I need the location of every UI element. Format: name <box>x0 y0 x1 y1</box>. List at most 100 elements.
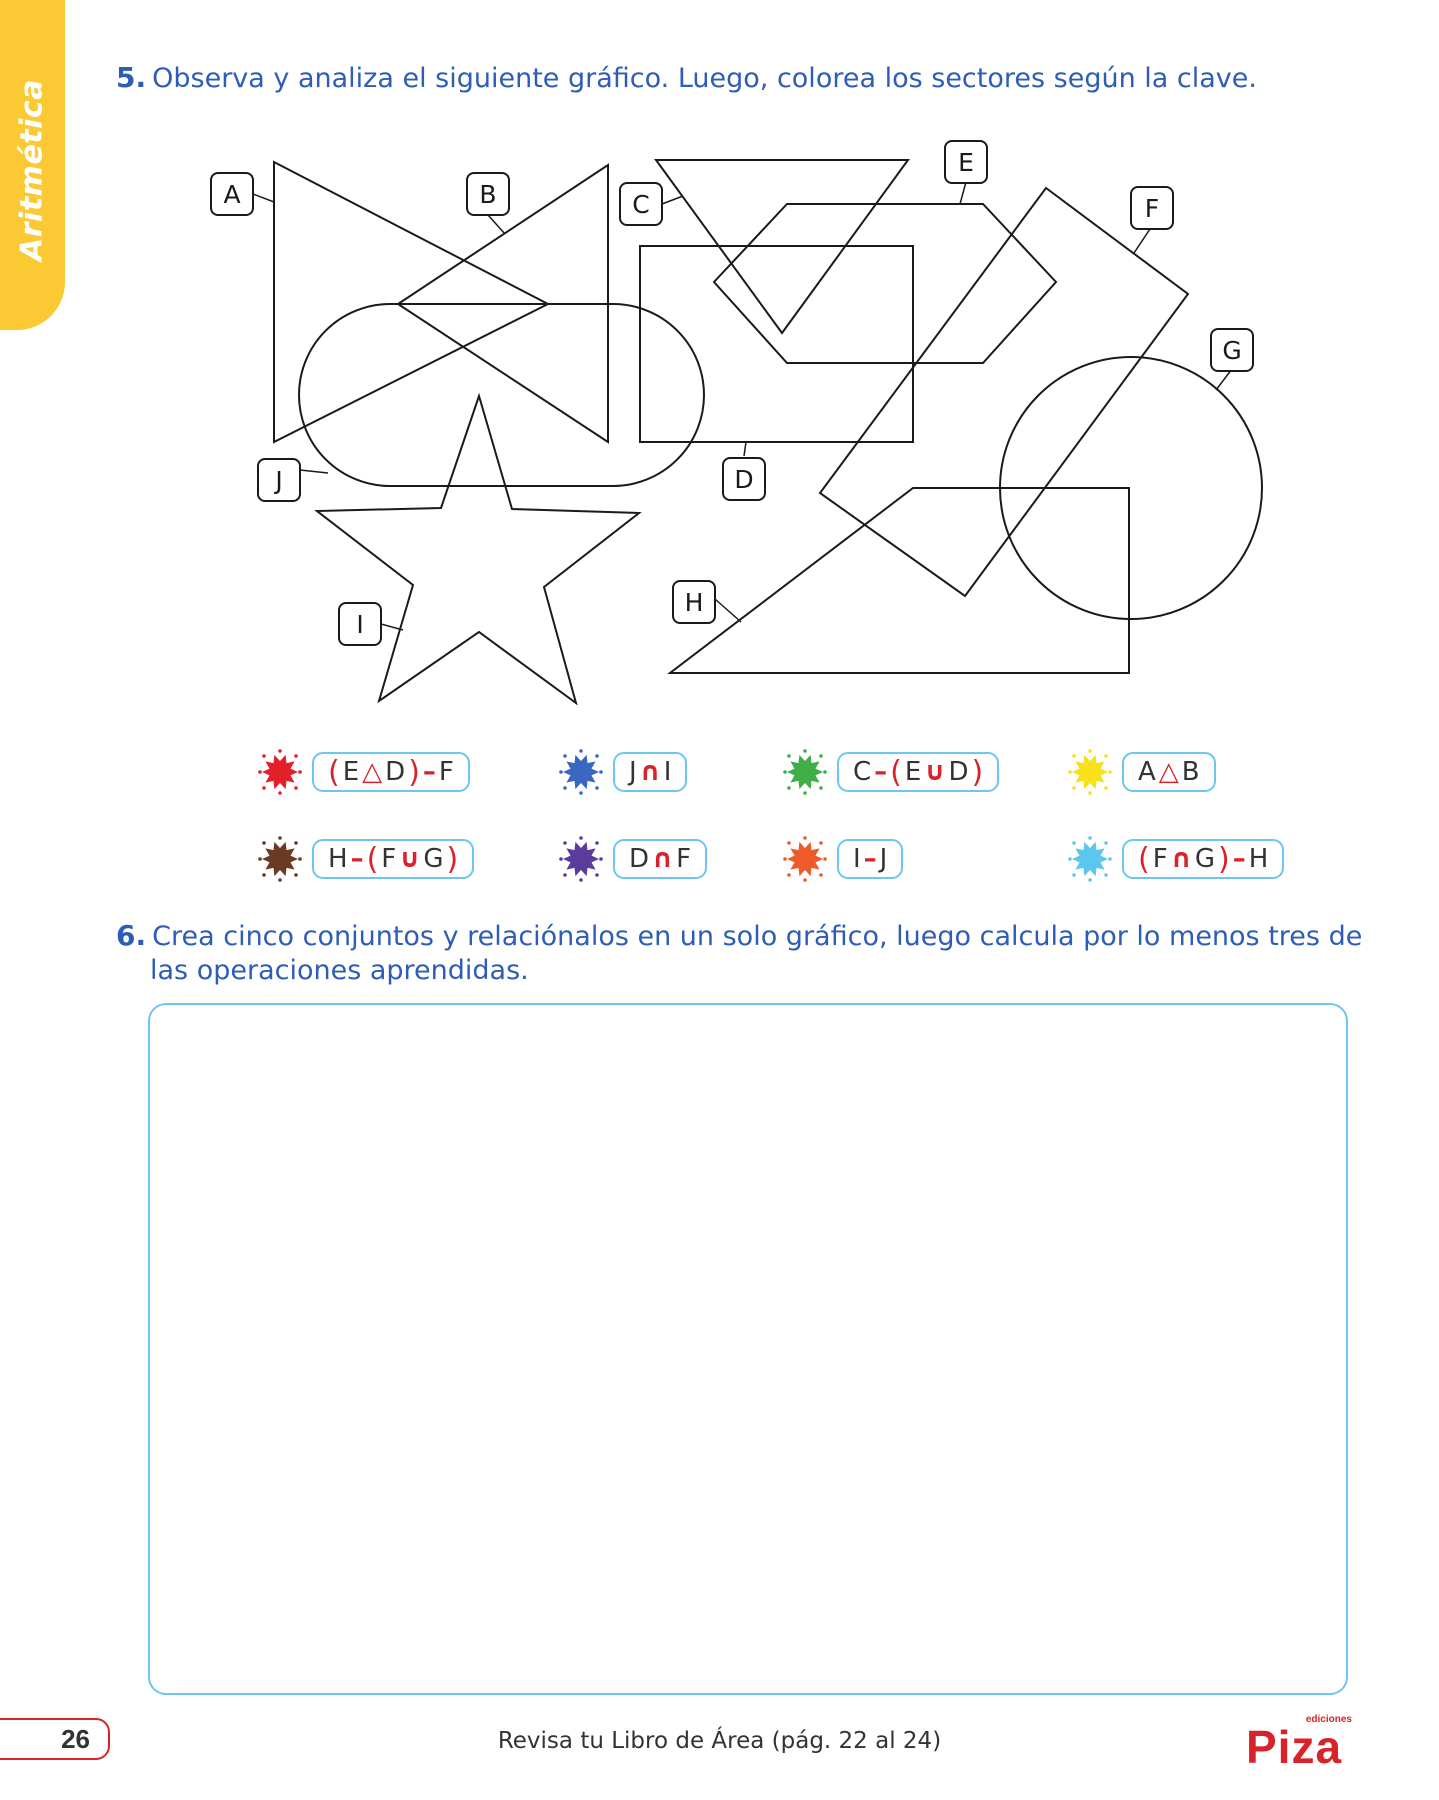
label-box-j <box>257 458 301 502</box>
label-e-leader <box>959 181 967 205</box>
label-box-i <box>338 602 382 646</box>
parenthesis: ) <box>408 754 420 790</box>
label-a-leader <box>252 193 275 203</box>
set-operator: – <box>422 757 436 787</box>
color-key-item: D∩F <box>557 835 708 883</box>
label-text-i: I <box>356 610 363 639</box>
color-key-expression: D∩F <box>613 839 708 879</box>
set-name: G <box>423 844 444 874</box>
color-key-expression: J∩I <box>613 752 688 792</box>
shape-i-star <box>314 392 642 706</box>
parenthesis: ( <box>890 754 902 790</box>
parenthesis: ) <box>446 841 459 877</box>
set-name: I <box>663 757 672 787</box>
set-operator: – <box>1232 844 1246 874</box>
question-5-number: 5. <box>116 61 147 94</box>
color-splash-icon <box>1068 836 1112 882</box>
label-box-a <box>210 172 254 216</box>
label-text-j: J <box>273 466 282 495</box>
color-key-expression: (F∩G)–H <box>1122 839 1285 879</box>
logo-small-text: ediciones <box>1305 1714 1352 1725</box>
set-operator: ∩ <box>652 844 674 874</box>
label-text-a: A <box>223 180 240 209</box>
set-operator: ∩ <box>1170 844 1192 874</box>
set-name: I <box>853 844 861 874</box>
color-key-expression: C–(E∪D) <box>837 752 1000 792</box>
shape-e-hexagon <box>712 203 1058 364</box>
label-text-d: D <box>734 465 753 494</box>
color-key-item: I–J <box>781 835 904 883</box>
label-text-c: C <box>632 190 649 219</box>
label-box-e <box>944 140 988 184</box>
set-operator: △ <box>362 757 383 787</box>
color-splash-icon <box>1068 749 1112 795</box>
question-5: 5.Observa y analiza el siguiente gráfico… <box>116 60 1257 96</box>
color-key-expression: I–J <box>837 839 904 879</box>
label-d-leader <box>743 441 747 457</box>
shape-j-stadium <box>298 303 705 487</box>
set-name: D <box>629 844 650 874</box>
parenthesis: ( <box>366 841 379 877</box>
question-6: 6.Crea cinco conjuntos y relaciónalos en… <box>116 918 1362 954</box>
color-key-item: H–(F∪G) <box>256 835 475 883</box>
set-name: E <box>904 757 922 787</box>
set-name: H <box>1248 844 1269 874</box>
label-box-b <box>466 172 510 216</box>
label-j-leader <box>299 469 329 474</box>
set-name: G <box>1194 844 1215 874</box>
question-6-line-1: Crea cinco conjuntos y relaciónalos en u… <box>152 921 1363 952</box>
set-name: D <box>385 757 406 787</box>
label-text-e: E <box>958 148 974 177</box>
set-name: D <box>948 757 969 787</box>
color-splash-icon <box>559 749 603 795</box>
set-name: B <box>1181 757 1200 787</box>
set-operator: – <box>874 757 888 787</box>
color-splash-icon <box>783 749 827 795</box>
label-c-leader <box>661 195 684 205</box>
label-box-g <box>1210 328 1254 372</box>
color-key-item: J∩I <box>557 748 688 796</box>
set-operator: – <box>863 844 877 874</box>
color-key-expression: A△B <box>1122 752 1216 792</box>
shape-c-triangle <box>654 159 910 335</box>
publisher-logo: ediciones Piza <box>1246 1712 1356 1773</box>
color-key-item: (F∩G)–H <box>1066 835 1285 883</box>
set-name: F <box>381 844 397 874</box>
set-operator: ∪ <box>924 757 946 787</box>
answer-box[interactable] <box>148 1003 1348 1695</box>
parenthesis: ) <box>971 754 984 790</box>
color-key-item: A△B <box>1066 748 1216 796</box>
color-key-item: C–(E∪D) <box>781 748 1000 796</box>
set-name: E <box>342 757 360 787</box>
parenthesis: ) <box>1217 841 1230 877</box>
set-name: A <box>1138 757 1156 787</box>
label-text-f: F <box>1145 194 1159 223</box>
question-6-continuation: las operaciones aprendidas. <box>150 953 529 988</box>
parenthesis: ( <box>1138 841 1150 877</box>
set-name: F <box>438 757 454 787</box>
label-box-c <box>619 182 663 226</box>
set-name: J <box>879 844 888 874</box>
color-splash-icon <box>258 749 302 795</box>
question-6-line-2: las operaciones aprendidas. <box>150 955 529 986</box>
label-f-leader <box>1133 225 1153 254</box>
label-h-leader <box>714 598 742 623</box>
set-operator: △ <box>1158 757 1179 787</box>
label-text-b: B <box>479 180 496 209</box>
set-name: J <box>629 757 637 787</box>
label-box-d <box>722 457 766 501</box>
set-name: F <box>676 844 692 874</box>
color-key-expression: (E△D)–F <box>312 752 470 792</box>
shape-f-rotated <box>818 186 1190 598</box>
color-key-item: (E△D)–F <box>256 748 470 796</box>
label-i-leader <box>380 623 404 631</box>
footer-reference: Revisa tu Libro de Área (pág. 22 al 24) <box>497 1728 942 1754</box>
section-tab: Aritmética <box>0 0 65 330</box>
color-key-expression: H–(F∪G) <box>312 839 475 879</box>
page-number: 26 <box>0 1718 110 1760</box>
label-g-leader <box>1215 368 1233 391</box>
set-name: F <box>1152 844 1168 874</box>
color-splash-icon <box>783 836 827 882</box>
parenthesis: ( <box>328 754 340 790</box>
